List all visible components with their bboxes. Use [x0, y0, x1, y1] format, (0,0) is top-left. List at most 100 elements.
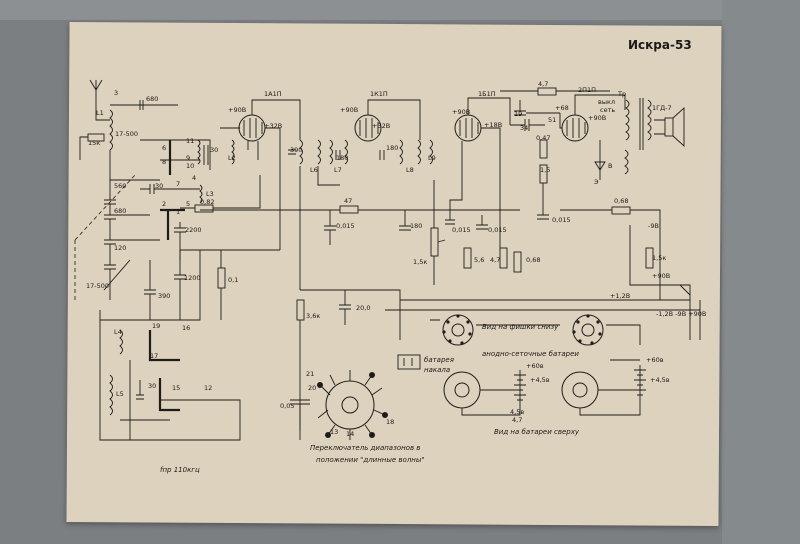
pin-number: 13 — [330, 428, 338, 436]
component-value: 0,015 — [452, 226, 471, 234]
voltage-label: +90В — [588, 114, 606, 122]
component-value: 17-500 — [115, 130, 138, 138]
component-value: 390 — [158, 292, 170, 300]
page-title: Искра-53 — [628, 38, 692, 52]
pin-number: 6 — [162, 144, 166, 152]
antenna-symbol — [89, 79, 103, 100]
pin-number: 2 — [162, 200, 166, 208]
component-value: 1,5 — [540, 166, 550, 174]
voltage-label: +32В — [264, 122, 282, 130]
component-value: 0,68 — [614, 197, 628, 205]
component-value: 0,82 — [200, 198, 214, 206]
pin-number: 17 — [150, 352, 158, 360]
voltage-label: 4,5в — [510, 408, 524, 416]
plug-caption: Вид на фишки снизу — [482, 323, 559, 331]
coil-label: L7 — [334, 166, 342, 174]
pin-number: 3 — [114, 89, 118, 97]
component-value: 19 — [514, 110, 522, 118]
voltage-label: +90В — [652, 272, 670, 280]
switch-label: выкл — [598, 98, 615, 106]
component-value: 30 — [155, 182, 163, 190]
tube-label-1b1p: 1Б1П — [478, 90, 496, 98]
voltage-label: +90В — [228, 106, 246, 114]
switch-label: сеть — [600, 106, 615, 114]
component-value: 180 — [336, 154, 348, 162]
voltage-label: +68 — [555, 104, 569, 112]
component-value: 1,5к — [652, 254, 666, 262]
voltage-label: +18В — [484, 121, 502, 129]
component-value: 0,015 — [336, 222, 355, 230]
component-value: 1,5к — [413, 258, 427, 266]
pin-number: 10 — [186, 162, 194, 170]
component-value: 4,7 — [512, 416, 522, 424]
component-value: 1200 — [184, 274, 201, 282]
pin-number: 14 — [346, 430, 354, 438]
component-value: 17-500 — [86, 282, 109, 290]
pin-number: 12 — [204, 384, 212, 392]
diode-label: В — [608, 162, 612, 170]
component-value: 47 — [344, 197, 352, 205]
coil-label: L4 — [114, 328, 122, 336]
component-value: 4,7 — [490, 256, 500, 264]
filament-battery-caption: батарея — [424, 356, 454, 364]
filament-battery-caption: накала — [424, 366, 450, 374]
tube-1b1p — [454, 114, 482, 142]
battery-caption: Вид на батареи сверху — [494, 428, 580, 436]
battery-view-right — [561, 359, 646, 416]
plug-view-right — [572, 314, 604, 346]
component-value: 2200 — [185, 226, 202, 234]
component-value: 30 — [210, 146, 218, 154]
tube-2p1p — [561, 114, 589, 142]
voltage-label: +1,2В — [610, 292, 630, 300]
switch-caption: Переключатель диапазонов в — [310, 444, 420, 452]
pin-number: 21 — [306, 370, 314, 378]
coil-label: L3 — [206, 190, 214, 198]
voltage-label: +32В — [372, 122, 390, 130]
filament-battery — [397, 354, 421, 370]
component-value: 390 — [290, 146, 302, 154]
coil-label: L8 — [406, 166, 414, 174]
pin-number: 1 — [176, 208, 180, 216]
component-value: 4,7 — [538, 80, 548, 88]
voltage-label: -9В — [648, 222, 659, 230]
component-value: 680 — [146, 95, 158, 103]
component-value: 5,6 — [474, 256, 484, 264]
pin-number: 20 — [308, 384, 316, 392]
speaker-symbol — [654, 106, 685, 148]
voltage-label: +90В — [340, 106, 358, 114]
tube-label-1k1p: 1К1П — [370, 90, 388, 98]
tube-label-2p1p: 2П1П — [578, 86, 596, 94]
anode-grid-battery-caption: анодно-сеточные батареи — [482, 350, 579, 358]
component-value: 120 — [114, 244, 126, 252]
coil-label: L5 — [116, 390, 124, 398]
voltage-label: -1,2В -9В +90В — [656, 310, 706, 318]
pin-number: 5 — [186, 200, 190, 208]
component-value: 0,1 — [228, 276, 238, 284]
component-value: 0,015 — [488, 226, 507, 234]
component-value: 0,47 — [536, 134, 550, 142]
voltage-label: +4,5в — [650, 376, 670, 384]
band-switch — [317, 370, 388, 440]
coil-label: L9 — [428, 154, 436, 162]
pin-number: 8 — [162, 158, 166, 166]
coil-label: L1 — [96, 109, 104, 117]
component-value: 20,0 — [356, 304, 370, 312]
component-value: 51 — [548, 116, 556, 124]
speaker-label: 1ГД-7 — [652, 104, 672, 112]
transformer-label: Тр — [617, 90, 626, 98]
intermediate-frequency-label: fпр 110кгц — [160, 466, 200, 474]
component-value: 560 — [114, 182, 126, 190]
battery-view-left — [443, 370, 526, 416]
component-value: 3,6к — [306, 312, 320, 320]
component-value: 0,015 — [552, 216, 571, 224]
coil-label: L2 — [228, 154, 236, 162]
output-transformer — [624, 98, 652, 175]
coil-label: L6 — [310, 166, 318, 174]
pin-number: 16 — [182, 324, 190, 332]
tube-1a1p — [238, 114, 266, 142]
component-value: 180 — [410, 222, 422, 230]
diode-label: Э — [594, 178, 599, 186]
pin-number: 18 — [386, 418, 394, 426]
component-value: 0,68 — [526, 256, 540, 264]
